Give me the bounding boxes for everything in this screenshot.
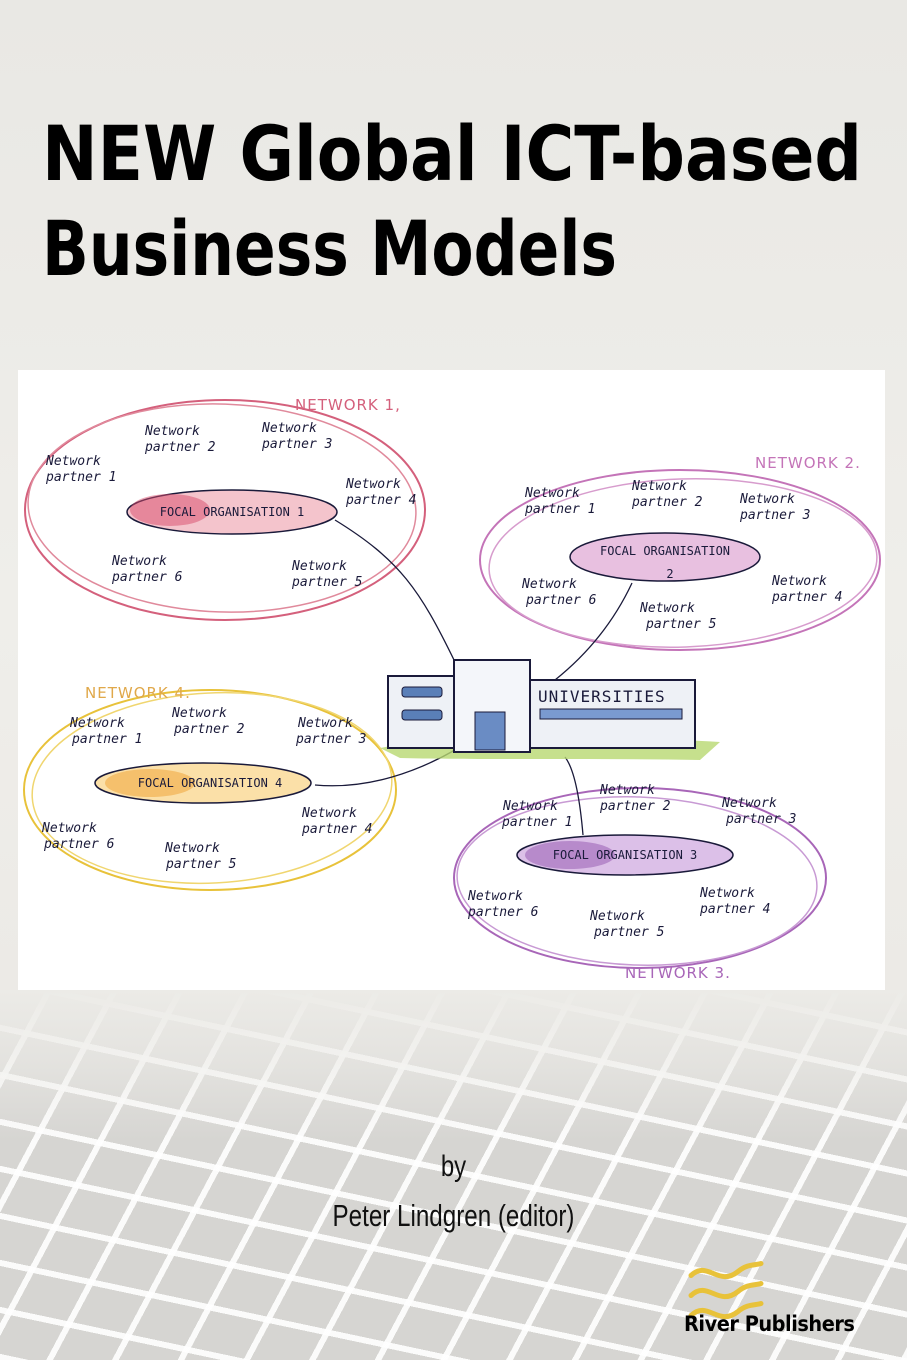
- title-line-2: Business Models: [42, 204, 617, 293]
- focal-organisation: FOCAL ORGANISATION 3: [553, 848, 698, 862]
- publisher-name: River Publishers: [684, 1312, 855, 1336]
- university-building-icon: UNIVERSITIES: [380, 659, 720, 760]
- river-publishers-logo-icon: [688, 1261, 764, 1320]
- title-line-1: NEW Global ICT-based: [42, 109, 862, 198]
- network-label: NETWORK 2.: [755, 454, 861, 472]
- grid-fade: [0, 990, 907, 1140]
- focal-organisation: FOCAL ORGANISATION: [600, 544, 730, 558]
- author-name: Peter Lindgren (editor): [332, 1198, 575, 1233]
- network-label: NETWORK 1,: [295, 396, 401, 414]
- focal-organisation: FOCAL ORGANISATION 1: [160, 505, 305, 519]
- author-by: by: [440, 1150, 467, 1183]
- universities-label: UNIVERSITIES: [538, 687, 666, 706]
- network-label: NETWORK 3.: [625, 964, 731, 982]
- book-title: NEW Global ICT-based Business Models: [42, 109, 862, 293]
- focal-organisation: FOCAL ORGANISATION 4: [138, 776, 283, 790]
- network-label: NETWORK 4.: [85, 684, 191, 702]
- focal-organisation-number: 2: [666, 567, 673, 581]
